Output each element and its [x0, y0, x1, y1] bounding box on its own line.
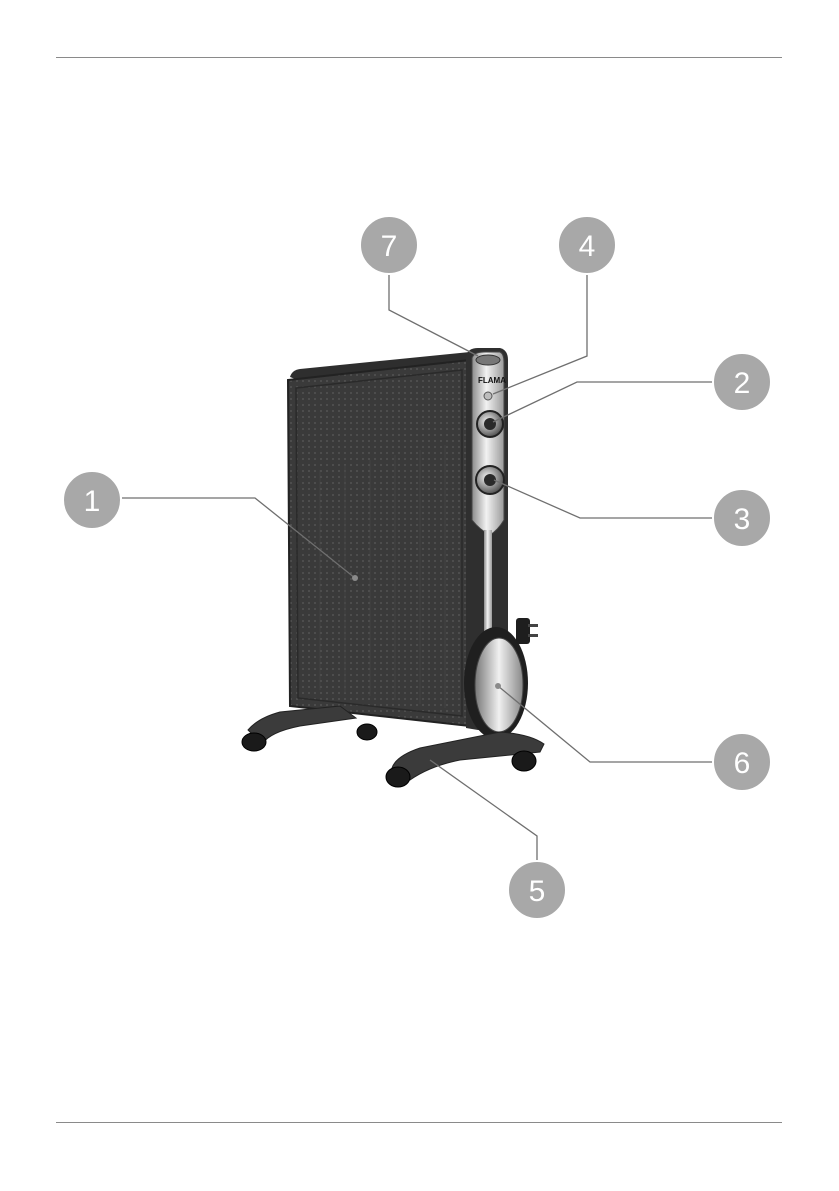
heater-front-panel [288, 360, 470, 726]
carry-handle [476, 355, 500, 365]
callout-3-number: 3 [734, 503, 751, 536]
callout-6: 6 [713, 733, 771, 791]
callout-5: 5 [508, 861, 566, 919]
callout-2-number: 2 [734, 367, 751, 400]
indicator-light [484, 392, 492, 400]
wheel [242, 733, 266, 751]
leader-line-7 [389, 272, 478, 356]
wheel [386, 767, 410, 787]
brand-logo: FLAMA [478, 376, 506, 385]
leader-line-5 [430, 760, 537, 862]
callout-7: 7 [360, 216, 418, 274]
leader-line-2 [493, 382, 714, 422]
callout-2: 2 [713, 353, 771, 411]
heater: FLAMA [242, 348, 544, 787]
wheel [357, 724, 377, 740]
leader-line-3 [494, 480, 714, 518]
plug [516, 618, 538, 644]
callout-1: 1 [63, 471, 121, 529]
callout-1-number: 1 [84, 485, 101, 518]
callout-6-number: 6 [734, 747, 751, 780]
callout-4: 4 [558, 216, 616, 274]
callout-4-number: 4 [579, 230, 596, 263]
callout-5-number: 5 [529, 875, 546, 908]
wheel [512, 751, 536, 771]
callout-7-number: 7 [381, 230, 398, 263]
callout-3: 3 [713, 489, 771, 547]
